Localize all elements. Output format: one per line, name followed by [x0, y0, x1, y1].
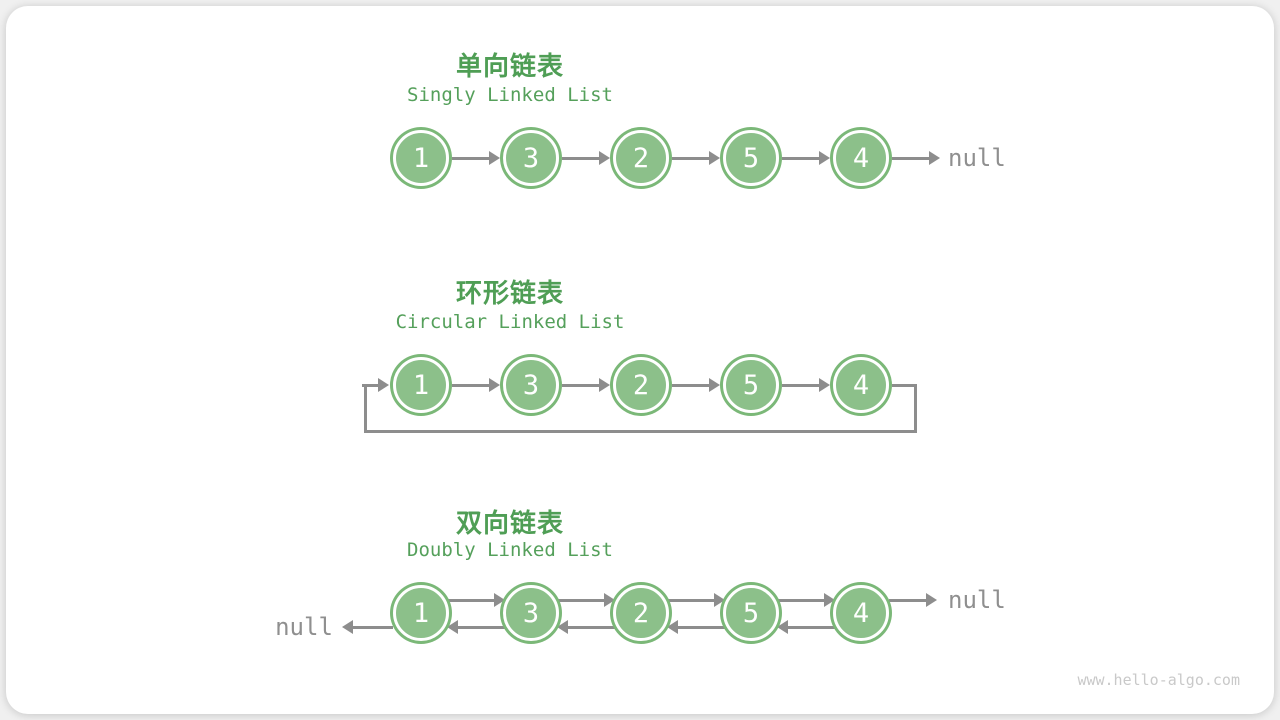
- circular-node-1: 1: [393, 357, 449, 413]
- singly-node-5: 4: [833, 130, 889, 186]
- arrow-left-icon: [667, 620, 725, 634]
- singly-null-label: null: [948, 144, 1006, 172]
- arrow-left-icon: [557, 620, 615, 634]
- singly-title-zh: 单向链表: [455, 51, 564, 81]
- arrow-right-icon: [557, 593, 615, 607]
- singly-node-1: 1: [393, 130, 449, 186]
- circular-title-zh: 环形链表: [455, 278, 564, 308]
- arrow-right-icon: [892, 151, 940, 165]
- singly-node-4: 5: [723, 130, 779, 186]
- arrow-right-icon: [447, 593, 505, 607]
- arrow-right-icon: [782, 378, 830, 392]
- singly-node-2: 3: [503, 130, 559, 186]
- loop-entry-arrow-icon: [362, 378, 389, 392]
- circular-node-5: 4: [833, 357, 889, 413]
- circular-node-4: 5: [723, 357, 779, 413]
- arrow-right-icon: [452, 151, 500, 165]
- doubly-node-5: 4: [833, 585, 889, 641]
- circular-node-3: 2: [613, 357, 669, 413]
- doubly-node-1: 1: [393, 585, 449, 641]
- singly-title-en: Singly Linked List: [407, 84, 613, 106]
- circular-title-en: Circular Linked List: [395, 311, 625, 333]
- doubly-tail-null-label: null: [948, 586, 1006, 614]
- circular-node-2: 3: [503, 357, 559, 413]
- arrow-left-icon: [447, 620, 505, 634]
- loop-exit-line: [892, 383, 917, 387]
- doubly-head-null-label: null: [275, 613, 333, 641]
- arrow-right-icon: [777, 593, 835, 607]
- arrow-right-icon: [672, 151, 720, 165]
- arrow-right-icon: [889, 593, 937, 607]
- doubly-node-3: 2: [613, 585, 669, 641]
- doubly-title-zh: 双向链表: [455, 508, 564, 538]
- watermark: www.hello-algo.com: [1077, 671, 1240, 689]
- arrow-right-icon: [562, 378, 610, 392]
- arrow-right-icon: [667, 593, 725, 607]
- arrow-right-icon: [562, 151, 610, 165]
- arrow-left-icon: [342, 620, 393, 634]
- doubly-node-2: 3: [503, 585, 559, 641]
- loop-line: [364, 385, 917, 433]
- arrow-right-icon: [782, 151, 830, 165]
- doubly-node-4: 5: [723, 585, 779, 641]
- doubly-title-en: Doubly Linked List: [407, 539, 613, 561]
- singly-node-3: 2: [613, 130, 669, 186]
- arrow-right-icon: [672, 378, 720, 392]
- arrow-left-icon: [777, 620, 835, 634]
- arrow-right-icon: [452, 378, 500, 392]
